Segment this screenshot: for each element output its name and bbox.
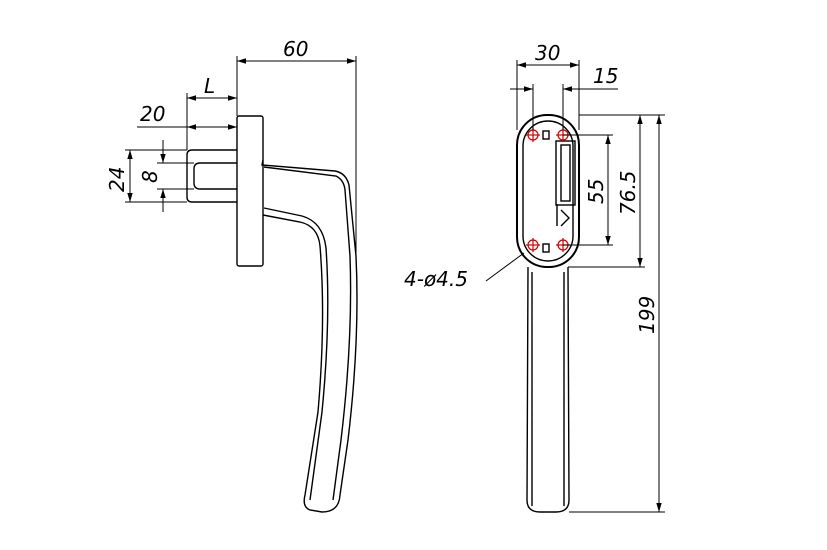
hole-callout-label: 4-ø4.5 <box>404 267 468 291</box>
side-view: 60 L 20 24 8 <box>105 37 358 513</box>
dimension-60: 60 <box>236 37 357 256</box>
dim-30-label: 30 <box>535 41 560 65</box>
mounting-holes <box>526 128 570 252</box>
spindle <box>186 149 237 203</box>
mechanism <box>542 130 576 253</box>
front-view: 30 15 55 76.5 199 <box>404 41 665 513</box>
dim-20-label: 20 <box>140 102 165 126</box>
dimension-24: 24 <box>105 149 187 203</box>
grip-front <box>526 266 570 513</box>
dim-24-label: 24 <box>105 167 129 192</box>
handle-side-outline <box>261 159 358 513</box>
dimension-30: 30 <box>516 41 580 130</box>
rose-outer <box>516 114 580 268</box>
dimension-76-5: 76.5 <box>568 114 645 268</box>
dim-76-5-label: 76.5 <box>616 170 640 215</box>
dim-55-label: 55 <box>584 179 608 204</box>
dimension-55: 55 <box>563 134 613 246</box>
dim-15-label: 15 <box>593 64 618 88</box>
dim-L-label: L <box>204 74 215 98</box>
dim-60-label: 60 <box>283 37 308 61</box>
dimension-L: L <box>186 74 237 150</box>
dim-199-label: 199 <box>635 296 659 334</box>
rose-inner <box>522 120 574 262</box>
dimension-8: 8 <box>138 140 194 212</box>
dimension-20: 20 <box>137 102 237 130</box>
dim-8-label: 8 <box>138 170 162 183</box>
dimension-15: 15 <box>510 64 618 130</box>
hole-callout: 4-ø4.5 <box>404 252 525 291</box>
rose-plate <box>236 115 264 267</box>
dimension-199: 199 <box>569 114 665 513</box>
hole-bottom-left <box>526 238 540 252</box>
